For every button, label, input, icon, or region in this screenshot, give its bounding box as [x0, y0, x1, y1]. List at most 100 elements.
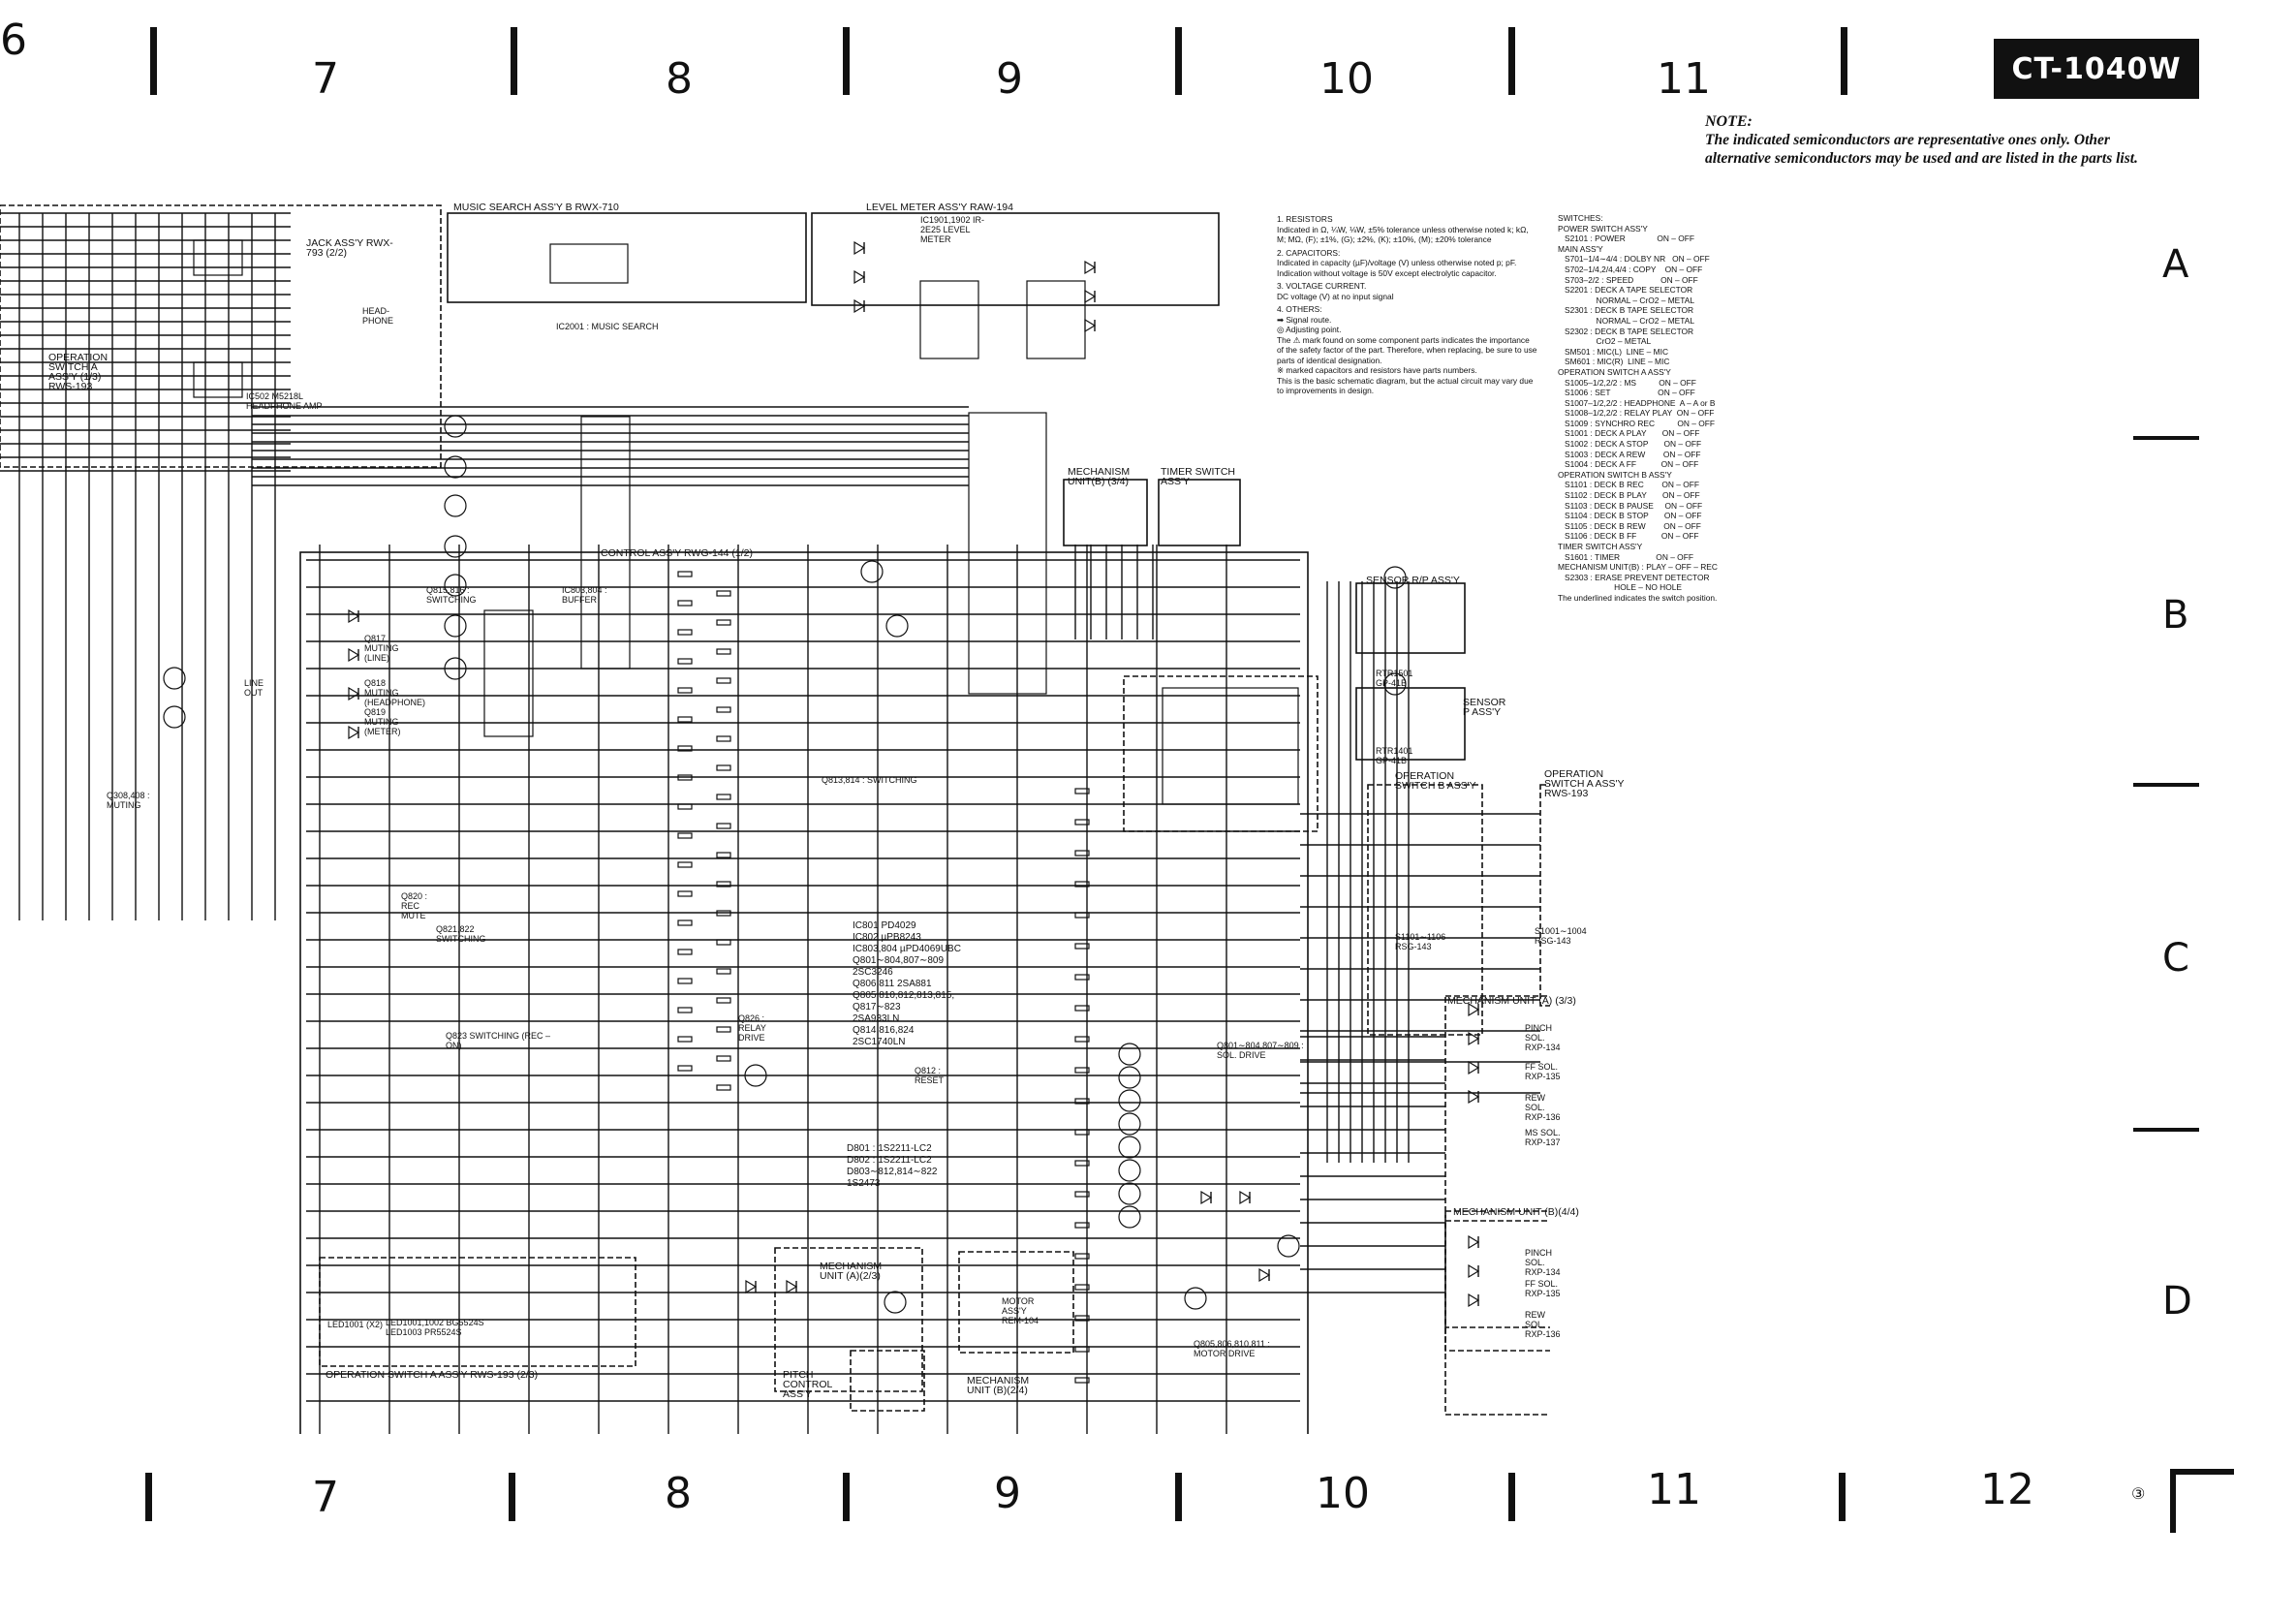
diode-parts-line: D803∼812,814∼822 [847, 1167, 938, 1177]
resistor [677, 629, 693, 636]
label-pinch-sol-b: PINCH SOL. RXP-134 [1525, 1248, 1561, 1277]
switch-list-line: The underlined indicates the switch posi… [1558, 592, 1718, 603]
transistor [884, 1291, 907, 1314]
column-number-bottom: 10 [1316, 1469, 1370, 1518]
ic-parts-line: IC802 µPB8243 [853, 932, 921, 943]
page-mark: ③ [2131, 1486, 2146, 1503]
legend-notes-line: 3. VOLTAGE CURRENT. [1277, 281, 1367, 291]
switch-list-line: HOLE – NO HOLE [1558, 582, 1682, 593]
diode [348, 608, 360, 624]
resistor [716, 1055, 731, 1062]
column-number-bottom: 7 [312, 1473, 339, 1522]
resistor [1074, 1067, 1090, 1074]
pitch-block [850, 1350, 925, 1412]
switch-list-line: S703–2/2 : SPEED ON – OFF [1558, 274, 1698, 285]
mech-b34-block [1063, 479, 1148, 546]
sensor-p-block [1355, 687, 1466, 761]
wiring [0, 212, 1540, 1434]
transistor [885, 614, 909, 638]
level-meter-block [811, 212, 1220, 306]
resistor [677, 658, 693, 665]
switch-list-line: S1009 : SYNCHRO REC ON – OFF [1558, 418, 1715, 428]
ic-chip [919, 280, 979, 359]
column-divider [1841, 27, 1847, 95]
mech-b24-block [958, 1251, 1074, 1354]
switch-list-line: S2303 : ERASE PREVENT DETECTOR [1558, 572, 1710, 582]
legend-notes-line: ◎ Adjusting point. [1277, 325, 1342, 334]
switch-list-line: SWITCHES: [1558, 213, 1603, 223]
resistor [716, 823, 731, 829]
label-buffer: IC803,804 : BUFFER [562, 585, 607, 605]
row-letter: A [2162, 242, 2189, 287]
resistor [1074, 1377, 1090, 1384]
block-label-level-meter: LEVEL METER ASS'Y RAW-194 [866, 202, 1013, 213]
switch-list-line: POWER SWITCH ASS'Y [1558, 223, 1648, 234]
transistor [1118, 1089, 1141, 1112]
block-label-mech-a33: MECHANISM UNIT (A) (3/3) [1447, 995, 1576, 1007]
diode-parts-line: 1S2473 [847, 1178, 881, 1189]
row-letter: D [2162, 1279, 2192, 1324]
block-label-mech-b24: MECHANISM UNIT (B)(2/4) [967, 1375, 1030, 1396]
transistor [444, 455, 467, 479]
ic-chip [549, 243, 629, 284]
diode-parts-line: D802 : 1S2211-LC2 [847, 1155, 932, 1166]
column-divider [843, 1473, 850, 1521]
block-label-mech-a23: MECHANISM UNIT (A)(2/3) [820, 1261, 883, 1282]
transistor [1118, 1043, 1141, 1066]
switch-list-line: CrO2 – METAL [1558, 336, 1652, 347]
ic-chip [193, 239, 243, 276]
label-sw-813: Q813,814 : SWITCHING [822, 775, 917, 785]
mech-a33-block [1444, 995, 1550, 1352]
ic-parts-line: 2SC3246 [853, 967, 893, 978]
note-text: The indicated semiconductors are represe… [1705, 132, 2138, 167]
block-label-jack: JACK ASS'Y RWX-793 (2/2) [306, 237, 393, 259]
resistor [716, 677, 731, 684]
column-divider [145, 1473, 152, 1521]
resistor [1074, 1005, 1090, 1012]
resistor [716, 590, 731, 597]
label-led-part: LED1001,1002 BG5524S LED1003 PR5524S [386, 1318, 484, 1337]
resistor [677, 890, 693, 897]
label-q818: Q818 MUTING (HEADPHONE) [364, 678, 426, 707]
diode [1258, 1267, 1271, 1283]
resistor [677, 745, 693, 752]
legend-notes-line: 4. OTHERS: [1277, 304, 1322, 314]
ic-parts-line: Q801∼804,807∼809 [853, 955, 945, 966]
label-headphone-amp: IC502 M5218L HEADPHONE AMP [246, 391, 323, 411]
switch-list-line: OPERATION SWITCH B ASS'Y [1558, 469, 1672, 480]
ic-chip [968, 412, 1047, 695]
diode [348, 647, 360, 663]
label-switching-815: Q815,816 : SWITCHING [426, 585, 477, 605]
transistor [444, 657, 467, 680]
legend-notes-line: ※ marked capacitors and resistors have p… [1277, 365, 1477, 375]
switch-list-line: S1003 : DECK A REW ON – OFF [1558, 449, 1701, 459]
resistor [716, 648, 731, 655]
label-op-b-part: S1101∼1106 RSG-143 [1395, 932, 1446, 951]
resistor [677, 919, 693, 926]
transistor [444, 415, 467, 438]
row-divider [2133, 1128, 2199, 1132]
ic-parts-line: Q805,810,812,813,815, [853, 990, 955, 1001]
resistor [716, 706, 731, 713]
resistor [1074, 912, 1090, 919]
resistor [716, 852, 731, 858]
switch-list-line: S1006 : SET ON – OFF [1558, 388, 1695, 398]
switch-list-line: S702–1/4,2/4,4/4 : COPY ON – OFF [1558, 264, 1703, 274]
label-op-a-part: S1001∼1004 RSG-143 [1535, 926, 1587, 946]
block-label-op-switch-a-right: OPERATION SWITCH A ASS'Y RWS-193 [1544, 768, 1625, 799]
column-number-top: 10 [1319, 54, 1374, 104]
switch-list-line: S1001 : DECK A PLAY ON – OFF [1558, 428, 1700, 439]
label-ff-sol-b: FF SOL. RXP-135 [1525, 1279, 1561, 1298]
transistor [1118, 1205, 1141, 1229]
resistor [716, 1084, 731, 1091]
op-switch-a-23-block [319, 1257, 636, 1367]
column-divider [511, 27, 517, 95]
legend-notes-line: Indicated in Ω, ¼W, ⅛W, ±5% tolerance un… [1277, 224, 1529, 245]
label-pinch-sol-a: PINCH SOL. RXP-134 [1525, 1023, 1561, 1052]
sensor-rp-block [1355, 582, 1466, 654]
column-number-bottom: 11 [1647, 1465, 1701, 1514]
diode [1468, 1263, 1480, 1279]
ic-chip [1162, 687, 1299, 805]
resistor [677, 1065, 693, 1072]
